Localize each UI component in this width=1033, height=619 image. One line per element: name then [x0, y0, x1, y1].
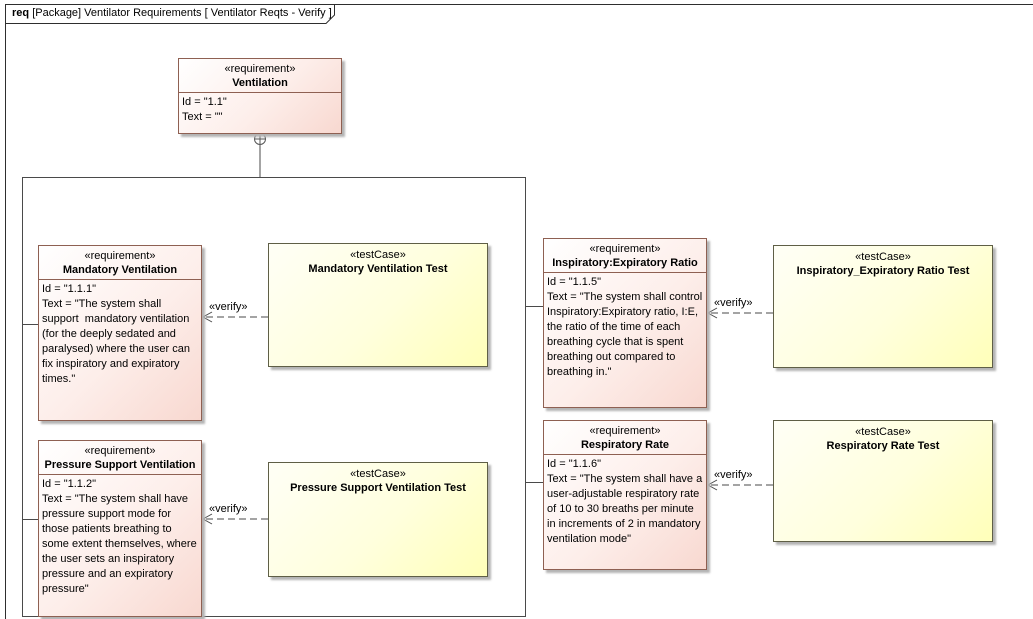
requirement-text: Text = "The system shall control Inspira… [547, 291, 706, 378]
diagram-title: req [Package] Ventilator Requirements [ … [12, 7, 332, 20]
stereotype-label: «testCase» [855, 426, 911, 438]
requirement-name: Ventilation [232, 77, 288, 89]
requirement-header: «requirement» Mandatory Ventilation [39, 246, 201, 280]
stereotype-label: «testCase» [350, 249, 406, 261]
testcase-header: «testCase» Respiratory Rate Test [774, 421, 992, 455]
requirement-header: «requirement» Respiratory Rate [544, 421, 706, 455]
requirement-properties: Id = "1.1" Text = "" [179, 93, 341, 127]
requirement-properties: Id = "1.1.5" Text = "The system shall co… [544, 273, 706, 382]
testcase-box-inspiratory-expiratory-ratio-test[interactable]: «testCase» Inspiratory_Expiratory Ratio … [773, 245, 993, 368]
requirement-text: Text = "The system shall support mandato… [42, 298, 194, 385]
requirement-name: Pressure Support Ventilation [44, 459, 196, 471]
testcase-header: «testCase» Mandatory Ventilation Test [269, 244, 487, 278]
requirement-id: Id = "1.1.1" [42, 283, 96, 295]
requirement-properties: Id = "1.1.2" Text = "The system shall ha… [39, 475, 201, 599]
requirement-name: Mandatory Ventilation [62, 264, 178, 276]
requirement-name: Inspiratory:Expiratory Ratio [552, 257, 698, 269]
requirement-text: Text = "The system shall have a user-adj… [547, 473, 706, 545]
diagram-title-text: [Package] Ventilator Requirements [ Vent… [32, 7, 332, 19]
requirement-id: Id = "1.1" [182, 96, 227, 108]
testcase-name: Inspiratory_Expiratory Ratio Test [796, 265, 970, 277]
verify-label: «verify» [209, 503, 248, 515]
diagram-kind-label: req [12, 7, 30, 19]
frame-title-tab [5, 4, 335, 24]
stereotype-label: «requirement» [589, 243, 661, 255]
verify-label: «verify» [209, 301, 248, 313]
requirement-properties: Id = "1.1.6" Text = "The system shall ha… [544, 455, 706, 549]
requirement-id: Id = "1.1.5" [547, 276, 601, 288]
testcase-name: Mandatory Ventilation Test [308, 263, 448, 275]
containment-connector[interactable] [22, 145, 543, 617]
verify-connector-respiratory-rate[interactable] [706, 479, 773, 491]
requirement-box-pressure-support-ventilation[interactable]: «requirement» Pressure Support Ventilati… [38, 440, 202, 617]
verify-label: «verify» [714, 297, 753, 309]
requirement-box-inspiratory-expiratory-ratio[interactable]: «requirement» Inspiratory:Expiratory Rat… [543, 238, 707, 408]
requirement-header: «requirement» Ventilation [179, 59, 341, 93]
testcase-box-respiratory-rate-test[interactable]: «testCase» Respiratory Rate Test [773, 420, 993, 542]
testcase-box-pressure-support-ventilation-test[interactable]: «testCase» Pressure Support Ventilation … [268, 462, 488, 577]
requirement-id: Id = "1.1.2" [42, 478, 96, 490]
testcase-header: «testCase» Inspiratory_Expiratory Ratio … [774, 246, 992, 280]
requirement-name: Respiratory Rate [580, 439, 670, 451]
requirement-properties: Id = "1.1.1" Text = "The system shall su… [39, 280, 201, 389]
testcase-header: «testCase» Pressure Support Ventilation … [269, 463, 487, 497]
requirement-box-respiratory-rate[interactable]: «requirement» Respiratory Rate Id = "1.1… [543, 420, 707, 570]
testcase-name: Pressure Support Ventilation Test [290, 482, 466, 494]
stereotype-label: «requirement» [84, 445, 156, 457]
requirement-id: Id = "1.1.6" [547, 458, 601, 470]
testcase-name: Respiratory Rate Test [826, 440, 940, 452]
stereotype-label: «testCase» [350, 468, 406, 480]
requirement-box-mandatory-ventilation[interactable]: «requirement» Mandatory Ventilation Id =… [38, 245, 202, 421]
stereotype-label: «requirement» [224, 63, 296, 75]
verify-label: «verify» [714, 469, 753, 481]
diagram-frame [5, 4, 1033, 619]
verify-connector-inspiratory-expiratory[interactable] [706, 307, 773, 319]
requirement-text: Text = "" [182, 111, 223, 123]
verify-connector-pressure-support[interactable] [201, 513, 268, 525]
requirement-box-ventilation[interactable]: «requirement» Ventilation Id = "1.1" Tex… [178, 58, 342, 134]
requirement-header: «requirement» Pressure Support Ventilati… [39, 441, 201, 475]
containment-icon [254, 133, 266, 145]
stereotype-label: «testCase» [855, 251, 911, 263]
requirement-header: «requirement» Inspiratory:Expiratory Rat… [544, 239, 706, 273]
stereotype-label: «requirement» [589, 425, 661, 437]
requirement-text: Text = "The system shall have pressure s… [42, 493, 200, 595]
testcase-box-mandatory-ventilation-test[interactable]: «testCase» Mandatory Ventilation Test [268, 243, 488, 367]
stereotype-label: «requirement» [84, 250, 156, 262]
verify-connector-mandatory[interactable] [201, 311, 268, 323]
